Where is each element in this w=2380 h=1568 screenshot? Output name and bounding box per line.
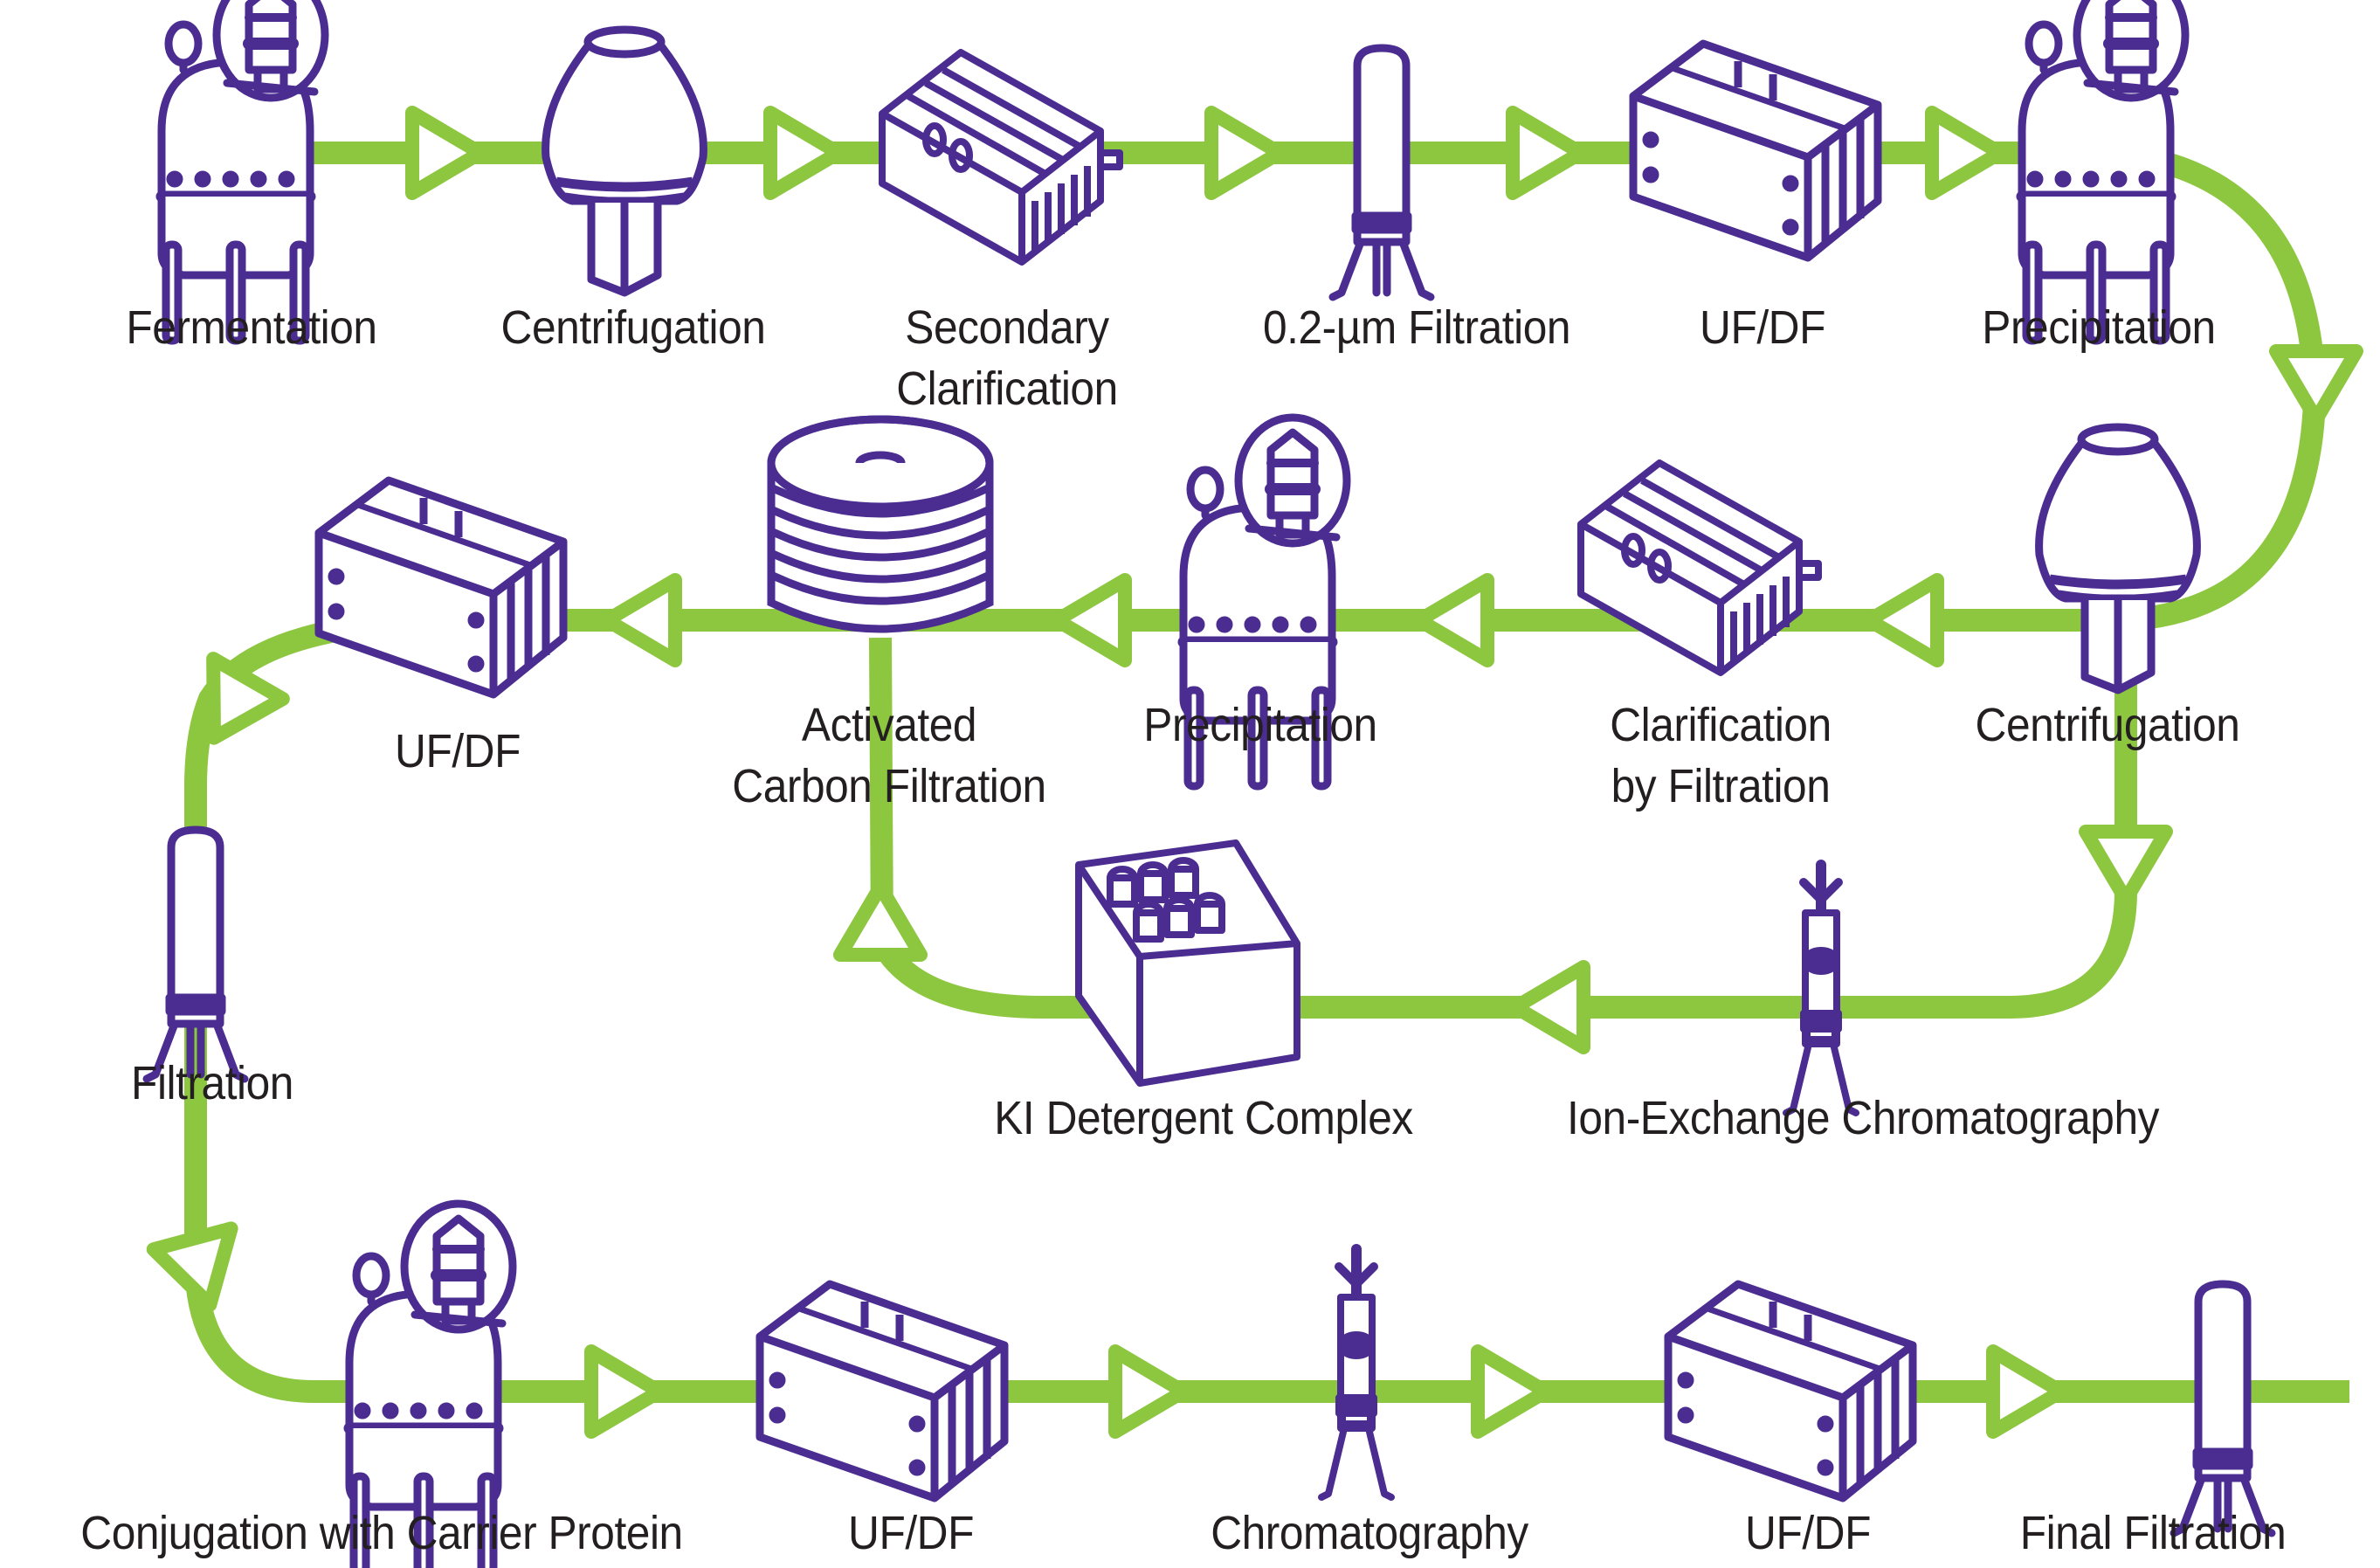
centrifuge-icon	[2039, 427, 2197, 690]
flow-arrow	[770, 113, 838, 193]
step-label-filtration: Filtration	[131, 1057, 293, 1109]
step-label-conjugation: Conjugation with Carrier Protein	[80, 1507, 683, 1559]
step-label-uf-df: UF/DF	[848, 1507, 974, 1559]
flow-arrow	[154, 1228, 249, 1315]
step-label-uf-df: UF/DF	[395, 725, 521, 777]
flow-arrow	[1115, 1351, 1183, 1432]
step-label-centrifugation: Centrifugation	[1975, 699, 2240, 751]
step-label-ki-detergent-complex: KI Detergent Complex	[994, 1092, 1413, 1144]
flow-arrow	[591, 1351, 659, 1432]
capsule-filter-icon	[1333, 48, 1431, 297]
step-label-precipitation: Precipitation	[1143, 699, 1377, 751]
depth-filter-press-icon	[882, 52, 1120, 262]
step-label-final-filtration: Final Filtration	[2019, 1507, 2287, 1559]
flow-arrow	[1515, 967, 1583, 1047]
step-icons	[147, 0, 2272, 1568]
tff-cassette-icon	[760, 1284, 1004, 1498]
tff-cassette-icon	[319, 480, 563, 694]
depth-filter-press-icon	[1581, 463, 1818, 673]
tff-cassette-icon	[1633, 44, 1878, 258]
flow-arrow	[1057, 580, 1125, 660]
step-label-0-2um-filtration: 0.2-µm Filtration	[1262, 301, 1571, 354]
vial-box-icon	[1079, 843, 1297, 1083]
flow-arrow	[1419, 580, 1487, 660]
flow-arrow	[2086, 832, 2166, 900]
step-label-uf-df: UF/DF	[1745, 1507, 1871, 1559]
flow-arrow	[840, 887, 921, 955]
bioreactor-icon	[162, 0, 325, 341]
chromatography-column-icon	[1786, 865, 1856, 1113]
flow-arrow	[1513, 113, 1581, 193]
step-label-chromatography: Chromatography	[1211, 1507, 1528, 1559]
step-label-uf-df: UF/DF	[1700, 301, 1825, 354]
flow-arrow	[1211, 113, 1280, 193]
step-label-ion-exchange-chromatography: Ion-Exchange Chromatography	[1567, 1092, 2159, 1144]
flow-segment-ion-exchange-drop	[869, 637, 2137, 1019]
flow-arrow	[1932, 113, 2000, 193]
tff-cassette-icon	[1668, 1284, 1913, 1498]
step-label-centrifugation: Centrifugation	[500, 301, 766, 354]
flow-arrow	[607, 580, 675, 660]
step-label-fermentation: Fermentation	[126, 301, 377, 354]
bioreactor-icon	[2022, 0, 2185, 341]
centrifuge-icon	[546, 30, 704, 293]
flow-arrow	[1993, 1351, 2061, 1432]
step-label-precipitation: Precipitation	[1982, 301, 2216, 354]
carbon-disc-stack-icon	[771, 419, 990, 629]
flow-arrow	[1869, 580, 1937, 660]
capsule-filter-icon	[2174, 1284, 2272, 1533]
chromatography-column-icon	[1321, 1249, 1391, 1497]
flow-arrow	[2276, 351, 2356, 419]
flow-arrow	[1478, 1351, 1546, 1432]
flow-arrow	[412, 113, 480, 193]
